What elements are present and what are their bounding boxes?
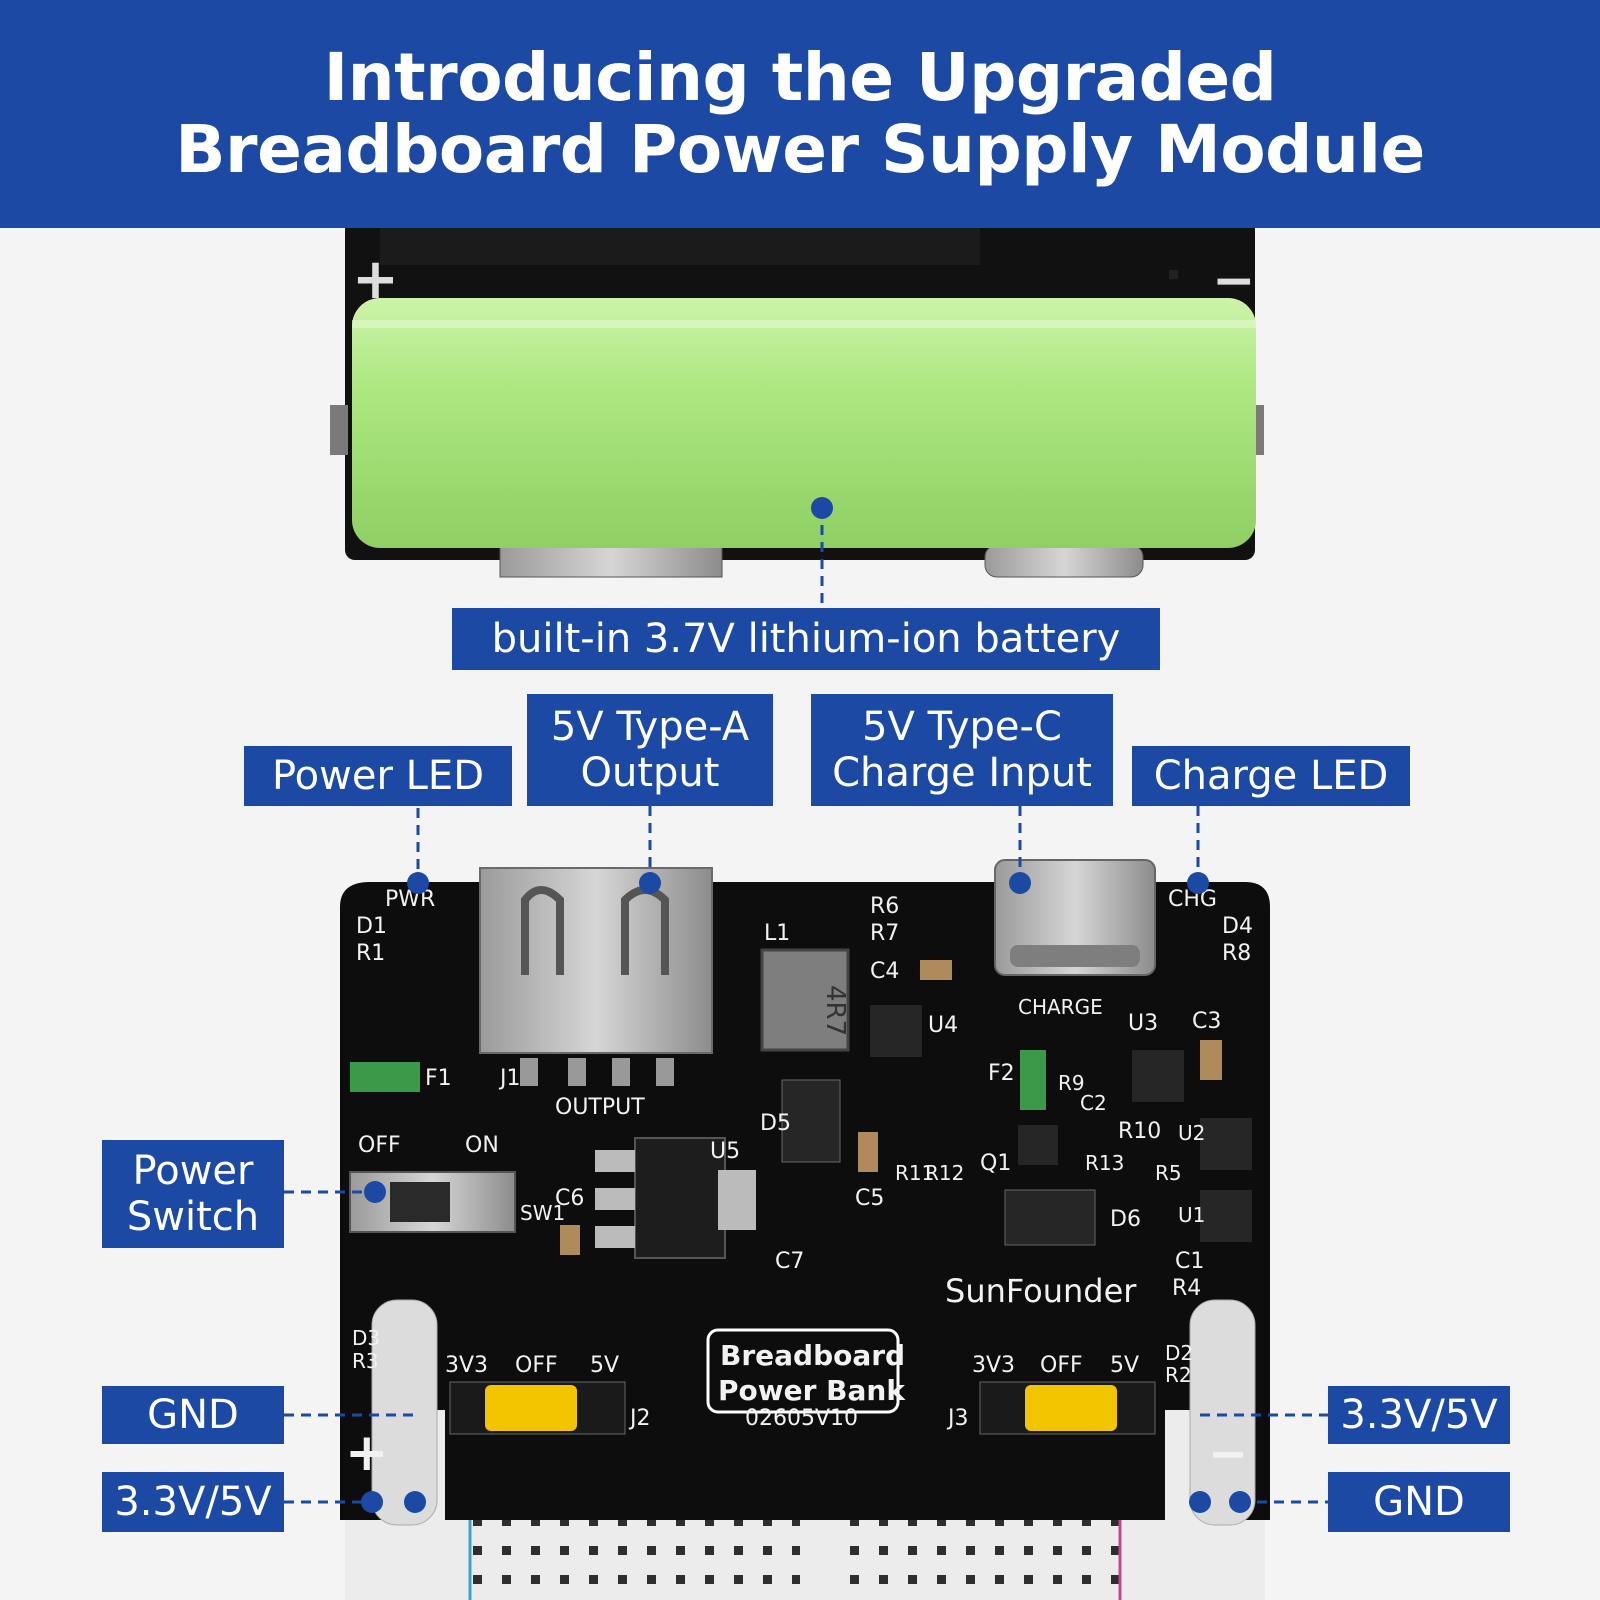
gnd-right-label-text: GND [1373,1479,1465,1525]
silk-c4: C4 [870,959,899,984]
silk-c7: C7 [775,1249,804,1274]
power-led-label: Power LED [244,746,512,806]
silk-part-no: 02605V10 [745,1406,858,1431]
type-a-label-line2: Output [580,750,720,796]
silk-u5: U5 [710,1139,740,1164]
power-switch-label: Power Switch [102,1140,284,1248]
silk-d5: D5 [760,1111,791,1136]
silk-r4: R4 [1172,1276,1201,1301]
silk-r6: R6 [870,894,899,919]
silk-sw1: SW1 [520,1201,565,1225]
silk-pwr: PWR [385,887,435,912]
power-module-pcb: 4R7 [340,859,1270,1526]
silk-r9: R9 [1058,1071,1085,1095]
voltage-left-label: 3.3V/5V [102,1472,284,1532]
silk-u3: U3 [1128,1011,1158,1036]
type-c-label-line1: 5V Type-C [862,704,1062,750]
silk-f2: F2 [988,1061,1015,1086]
silk-plus-left: + [345,1423,389,1483]
usb-type-a-port [479,867,713,1054]
voltage-right-label: 3.3V/5V [1328,1386,1510,1444]
silk-on: ON [465,1133,499,1158]
silk-5v-right: 5V [1110,1353,1139,1378]
leader-lines [284,508,1328,1504]
silk-c1: C1 [1175,1249,1204,1274]
type-c-input-label: 5V Type-C Charge Input [811,694,1113,806]
silk-charge: CHARGE [1018,995,1103,1019]
silk-c2: C2 [1080,1091,1107,1115]
battery-label: built-in 3.7V lithium-ion battery [452,608,1160,670]
type-c-label-line2: Charge Input [832,750,1092,796]
silk-d3: D3 [352,1326,380,1350]
silkscreen: PWR D1 R1 F1 J1 OUTPUT L1 R6 R7 C4 U4 CH… [345,887,1253,1483]
title-banner: Introducing the Upgraded Breadboard Powe… [0,0,1600,228]
silk-q1: Q1 [980,1151,1011,1176]
silk-f1: F1 [425,1066,452,1091]
silk-c5: C5 [855,1186,884,1211]
silk-u2: U2 [1178,1121,1205,1145]
voltage-right-label-text: 3.3V/5V [1340,1392,1498,1438]
silk-c3: C3 [1192,1009,1221,1034]
silk-d2: D2 [1165,1341,1193,1365]
gnd-left-label-text: GND [147,1392,239,1438]
silk-d6: D6 [1110,1207,1141,1232]
battery-board-minus: − [1212,251,1256,311]
power-switch-label-line2: Switch [126,1194,260,1240]
silk-r2: R2 [1165,1363,1192,1387]
silk-r7: R7 [870,921,899,946]
silk-brand: SunFounder [945,1272,1137,1310]
silk-j3: J3 [946,1406,969,1431]
silk-c6: C6 [555,1186,584,1211]
silk-l1: L1 [764,921,790,946]
silk-u1: U1 [1178,1203,1205,1227]
gnd-right-label: GND [1328,1472,1510,1532]
silk-output: OUTPUT [555,1095,645,1120]
silk-bank-line1: Breadboard [720,1339,905,1372]
battery-label-text: built-in 3.7V lithium-ion battery [491,616,1121,662]
silk-off: OFF [358,1133,401,1158]
silk-r5: R5 [1155,1161,1182,1185]
silk-r8: R8 [1222,941,1251,966]
silk-r10: R10 [1118,1119,1161,1144]
silk-u4: U4 [928,1013,958,1038]
type-a-output-label: 5V Type-A Output [527,694,773,806]
silk-r12: R12 [925,1161,964,1185]
battery-board: + − [330,215,1264,578]
silk-j2: J2 [628,1406,651,1431]
silk-3v3-right: 3V3 [972,1353,1015,1378]
inductor-label: 4R7 [820,985,850,1036]
type-a-label-line1: 5V Type-A [550,704,750,750]
silk-r11: R11 [895,1161,934,1185]
banner-title-line2: Breadboard Power Supply Module [175,111,1425,188]
jumper-cap-left [485,1385,577,1431]
callout-dots [361,497,1251,1513]
gnd-left-label: GND [102,1386,284,1444]
battery [352,298,1256,548]
battery-board-plus: + [352,247,399,312]
silk-r3: R3 [352,1349,379,1373]
silk-5v-left: 5V [590,1353,619,1378]
silk-bank-line2: Power Bank [718,1374,906,1407]
charge-led-label-text: Charge LED [1153,753,1389,799]
silk-d4: D4 [1222,914,1253,939]
power-led-label-text: Power LED [271,753,484,799]
power-switch-label-line1: Power [132,1148,254,1194]
silk-off-left: OFF [515,1353,558,1378]
banner-title-line1: Introducing the Upgraded [323,39,1277,116]
silk-r13: R13 [1085,1151,1124,1175]
charge-led-label: Charge LED [1132,746,1410,806]
silk-r1: R1 [356,941,385,966]
silk-off-right: OFF [1040,1353,1083,1378]
silk-3v3-left: 3V3 [445,1353,488,1378]
jumper-cap-right [1025,1385,1117,1431]
silk-minus-right: − [1208,1426,1248,1482]
silk-j1: J1 [498,1066,521,1091]
voltage-left-label-text: 3.3V/5V [114,1479,272,1525]
silk-d1: D1 [356,914,387,939]
